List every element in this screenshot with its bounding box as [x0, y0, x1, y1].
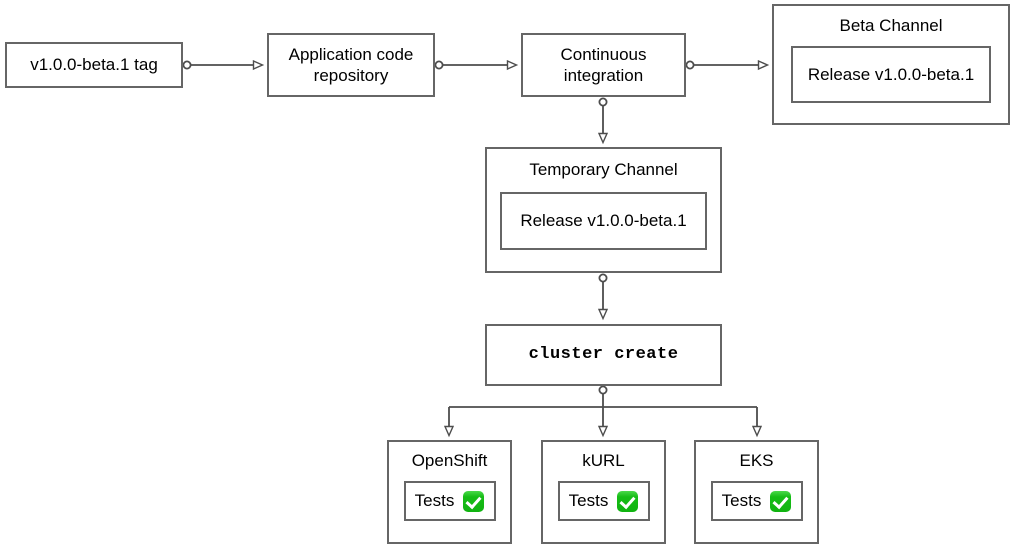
green-check-icon	[463, 490, 485, 512]
group-openshift-title: OpenShift	[411, 451, 488, 470]
edge-source-dot	[598, 97, 608, 107]
node-beta-channel-release[interactable]: Release v1.0.0-beta.1	[791, 46, 991, 104]
edge-source-dot	[685, 60, 695, 70]
group-eks-title: EKS	[739, 451, 774, 470]
group-kurl[interactable]: kURL Tests	[541, 440, 666, 544]
node-eks-tests[interactable]: Tests	[710, 481, 803, 522]
node-beta-channel-release-label: Release v1.0.0-beta.1	[807, 64, 975, 84]
node-temporary-channel-release-label: Release v1.0.0-beta.1	[520, 211, 687, 231]
group-openshift[interactable]: OpenShift Tests	[387, 440, 512, 544]
group-temporary-channel-title: Temporary Channel	[529, 160, 678, 179]
node-version-tag-label: v1.0.0-beta.1 tag	[30, 55, 158, 75]
edge-source-dot	[598, 273, 608, 283]
node-kurl-tests-label: Tests	[568, 491, 609, 511]
node-version-tag[interactable]: v1.0.0-beta.1 tag	[5, 42, 183, 88]
node-continuous-integration[interactable]: Continuous integration	[521, 33, 686, 97]
group-beta-channel[interactable]: Beta Channel Release v1.0.0-beta.1	[772, 4, 1010, 125]
edge-source-dot	[182, 60, 192, 70]
group-kurl-title: kURL	[582, 451, 625, 470]
group-temporary-channel[interactable]: Temporary Channel Release v1.0.0-beta.1	[485, 147, 722, 273]
node-cluster-create-label: cluster create	[528, 345, 679, 365]
edge-source-dot	[598, 385, 608, 395]
node-cluster-create[interactable]: cluster create	[485, 324, 722, 386]
group-eks[interactable]: EKS Tests	[694, 440, 819, 544]
node-eks-tests-label: Tests	[721, 491, 762, 511]
edge-source-dot	[434, 60, 444, 70]
node-application-code-repository-label: Application code repository	[288, 44, 414, 85]
node-continuous-integration-label: Continuous integration	[560, 44, 647, 85]
node-openshift-tests-label: Tests	[414, 491, 455, 511]
node-openshift-tests[interactable]: Tests	[403, 481, 496, 522]
node-application-code-repository[interactable]: Application code repository	[267, 33, 435, 97]
group-beta-channel-title: Beta Channel	[839, 16, 943, 35]
node-kurl-tests[interactable]: Tests	[557, 481, 650, 522]
green-check-icon	[617, 490, 639, 512]
node-temporary-channel-release[interactable]: Release v1.0.0-beta.1	[500, 192, 707, 251]
green-check-icon	[770, 490, 792, 512]
